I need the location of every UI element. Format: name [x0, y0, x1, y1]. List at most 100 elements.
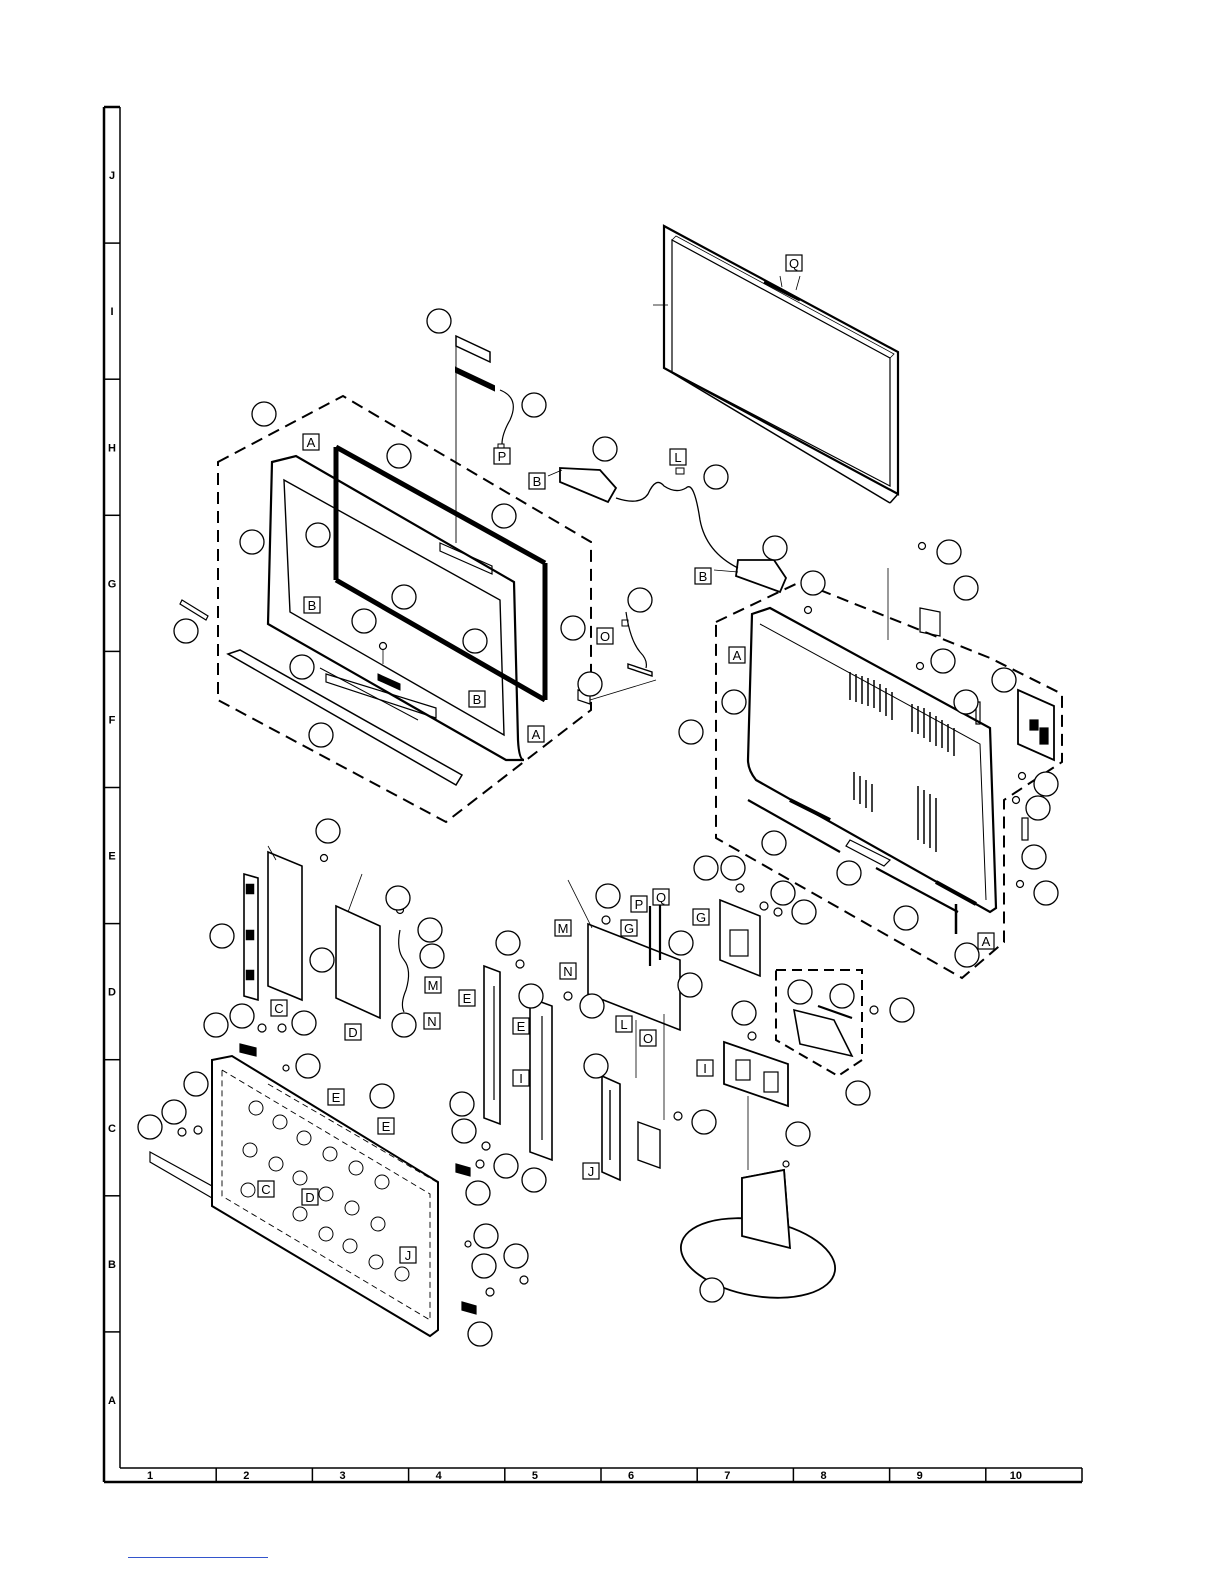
- column-label: 6: [628, 1470, 634, 1482]
- callout-circle: [1034, 772, 1058, 796]
- callout-circle: [801, 571, 825, 595]
- column-label: 10: [1010, 1470, 1022, 1482]
- letter-tag-text: M: [558, 921, 569, 936]
- letter-tag-text: B: [699, 569, 708, 584]
- callout-circle: [786, 1122, 810, 1146]
- callout-circle: [522, 393, 546, 417]
- letter-tag-text: N: [427, 1014, 436, 1029]
- column-label: 8: [820, 1470, 826, 1482]
- letter-tag-text: Q: [656, 890, 666, 905]
- letter-tag: P: [631, 896, 647, 912]
- letter-tag-text: M: [428, 978, 439, 993]
- letter-tag-text: Q: [789, 256, 799, 271]
- letter-tag: Q: [786, 255, 802, 271]
- callout-circle: [596, 884, 620, 908]
- letter-tag: I: [697, 1060, 713, 1076]
- callout-circle: [240, 530, 264, 554]
- letter-tag: D: [345, 1024, 361, 1040]
- callout-circle: [1022, 845, 1046, 869]
- callout-circle: [352, 609, 376, 633]
- letter-tag: J: [583, 1163, 599, 1179]
- callout-circle: [316, 819, 340, 843]
- letter-tag: E: [378, 1118, 394, 1134]
- callout-circle: [890, 998, 914, 1022]
- callout-circle: [210, 924, 234, 948]
- letter-tag-text: I: [519, 1071, 523, 1086]
- callout-circle: [580, 994, 604, 1018]
- letter-tag: G: [693, 909, 709, 925]
- letter-tag: N: [560, 963, 576, 979]
- callout-circle: [763, 536, 787, 560]
- callout-circle: [721, 856, 745, 880]
- column-label: 4: [436, 1470, 443, 1482]
- letter-tag: D: [302, 1189, 318, 1205]
- column-label: 1: [147, 1470, 153, 1482]
- letter-tag: B: [304, 597, 320, 613]
- letter-tag: P: [494, 448, 510, 464]
- callout-circle: [162, 1100, 186, 1124]
- callout-circle: [931, 649, 955, 673]
- callout-circle: [392, 585, 416, 609]
- callout-circle: [292, 1011, 316, 1035]
- letter-tag: L: [616, 1016, 632, 1032]
- letter-tag-text: A: [532, 727, 541, 742]
- letter-tag-text: G: [624, 921, 634, 936]
- letter-tag: C: [258, 1181, 274, 1197]
- callout-circle: [463, 629, 487, 653]
- letter-tag: O: [597, 628, 613, 644]
- callout-circle: [678, 973, 702, 997]
- letter-tag-text: B: [533, 474, 542, 489]
- lcd-panel: [653, 226, 898, 503]
- letter-tag-text: P: [498, 449, 507, 464]
- callout-circle: [694, 856, 718, 880]
- callout-circle: [452, 1119, 476, 1143]
- callout-circle: [138, 1115, 162, 1139]
- letter-tag-text: E: [382, 1119, 391, 1134]
- callout-circle: [306, 523, 330, 547]
- callout-circle: [252, 402, 276, 426]
- row-label: E: [108, 851, 115, 863]
- callout-circle: [370, 1084, 394, 1108]
- letter-tag: B: [695, 568, 711, 584]
- column-label: 7: [724, 1470, 730, 1482]
- letter-tag: L: [670, 449, 686, 465]
- letter-tag: B: [529, 473, 545, 489]
- letter-tag: E: [328, 1089, 344, 1105]
- letter-tag: E: [459, 990, 475, 1006]
- callout-circle: [204, 1013, 228, 1037]
- callout-circle: [788, 980, 812, 1004]
- row-label: H: [108, 442, 116, 454]
- letter-tag-text: G: [696, 910, 706, 925]
- chassis-frame: [150, 1024, 528, 1336]
- row-label: C: [108, 1123, 116, 1135]
- callout-circle: [937, 540, 961, 564]
- callout-circle: [450, 1092, 474, 1116]
- letter-tag: I: [513, 1070, 529, 1086]
- letter-tag: A: [978, 933, 994, 949]
- row-label: G: [108, 578, 117, 590]
- callout-circle: [184, 1072, 208, 1096]
- callout-circle: [427, 309, 451, 333]
- callout-circle: [992, 668, 1016, 692]
- callout-circle: [954, 576, 978, 600]
- callout-circle: [418, 918, 442, 942]
- row-label: A: [108, 1395, 116, 1407]
- letter-tag-text: P: [635, 897, 644, 912]
- callout-circle: [561, 616, 585, 640]
- letter-tag: B: [469, 691, 485, 707]
- letter-tag-text: A: [982, 934, 991, 949]
- row-label: I: [110, 306, 113, 318]
- callout-circle: [846, 1081, 870, 1105]
- letter-tag: Q: [653, 889, 669, 905]
- letter-tag-text: B: [473, 692, 482, 707]
- row-label: B: [108, 1259, 116, 1271]
- callout-circle: [679, 720, 703, 744]
- callout-circle: [704, 465, 728, 489]
- callout-circle: [174, 619, 198, 643]
- letter-tag: M: [555, 920, 571, 936]
- letter-tag: N: [424, 1013, 440, 1029]
- callout-circle: [700, 1278, 724, 1302]
- callout-circle: [230, 1004, 254, 1028]
- letter-tag-text: C: [261, 1182, 270, 1197]
